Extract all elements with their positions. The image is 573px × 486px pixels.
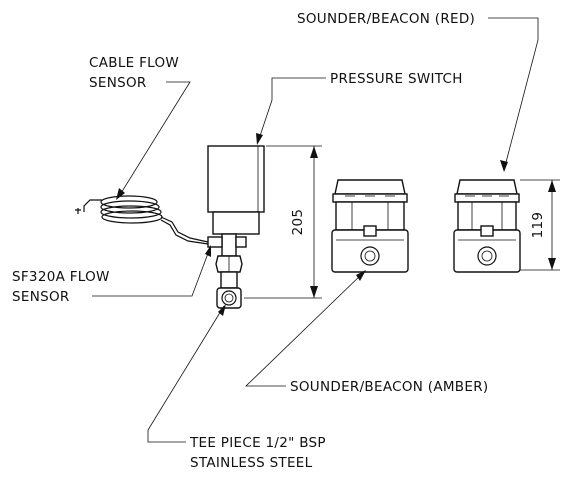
pressure-switch-assembly [207,145,265,309]
leader-sounder-amber [245,271,365,387]
arrow-head [256,133,263,145]
side-port [235,236,247,248]
amber-beacon-dome [334,179,406,195]
coil-terminal [75,208,81,214]
dimension-205: 205 [244,145,322,299]
red-gland [477,246,497,266]
callout-labels: SOUNDER/BEACON (RED) CABLE FLOW SENSOR P… [12,11,488,471]
pressure-switch-housing [207,145,265,213]
dimension-205-label: 205 [290,209,306,236]
sounder-amber [331,179,409,273]
tee-inner [224,293,234,303]
amber-beacon-rim [332,193,408,203]
pressure-switch-base [212,211,260,235]
label-sounder-amber: SOUNDER/BEACON (AMBER) [290,379,488,395]
amber-gland [360,246,380,266]
tee-opening [221,290,237,306]
coil-loop [100,200,160,214]
coil-tube [160,219,209,245]
label-sf320a-line2: SENSOR [12,289,70,305]
tee-piece [216,287,242,309]
arrow-head [310,286,318,298]
leader-sounder-red [488,17,539,171]
arrow-head [548,180,556,192]
leader-cable-flow [117,81,191,199]
arrow-head [500,160,508,172]
label-cable-flow-line2: SENSOR [89,75,147,91]
leader-lines [92,17,539,443]
cable-flow-sensor [75,195,209,245]
leader-tee-piece [147,305,225,443]
arrow-head [548,258,556,270]
dimension-119-label: 119 [530,212,546,239]
amber-clip [363,225,377,237]
leader-pressure-switch [257,77,326,143]
arrow-head [356,270,366,281]
label-cable-flow-line1: CABLE FLOW [89,55,179,71]
coil-loop [100,195,158,209]
label-pressure-switch: PRESSURE SWITCH [330,71,463,87]
arrow-head [218,304,226,316]
label-tee-line2: STAINLESS STEEL [190,455,313,471]
arrow-head [116,188,125,200]
sf320a-port [207,236,223,248]
arrow-head [310,146,318,158]
red-clip [480,225,494,237]
amber-gland-inner [364,250,376,262]
label-sf320a-line1: SF320A FLOW [12,269,110,285]
coil-lead [83,199,102,212]
red-gland-inner [481,250,493,262]
red-beacon-dome [456,179,518,195]
dimension-119: 119 [520,179,560,271]
lower-pipe [220,271,238,289]
coil-loop [100,205,162,219]
label-sounder-red: SOUNDER/BEACON (RED) [297,11,475,27]
leader-sf320a [92,247,211,297]
coil-tube [160,216,209,243]
arrow-head [205,245,211,257]
red-beacon-rim [454,193,520,203]
pressure-switch-stem [221,233,237,257]
label-tee-line1: TEE PIECE 1/2" BSP [189,435,326,451]
sounder-red [453,179,521,273]
